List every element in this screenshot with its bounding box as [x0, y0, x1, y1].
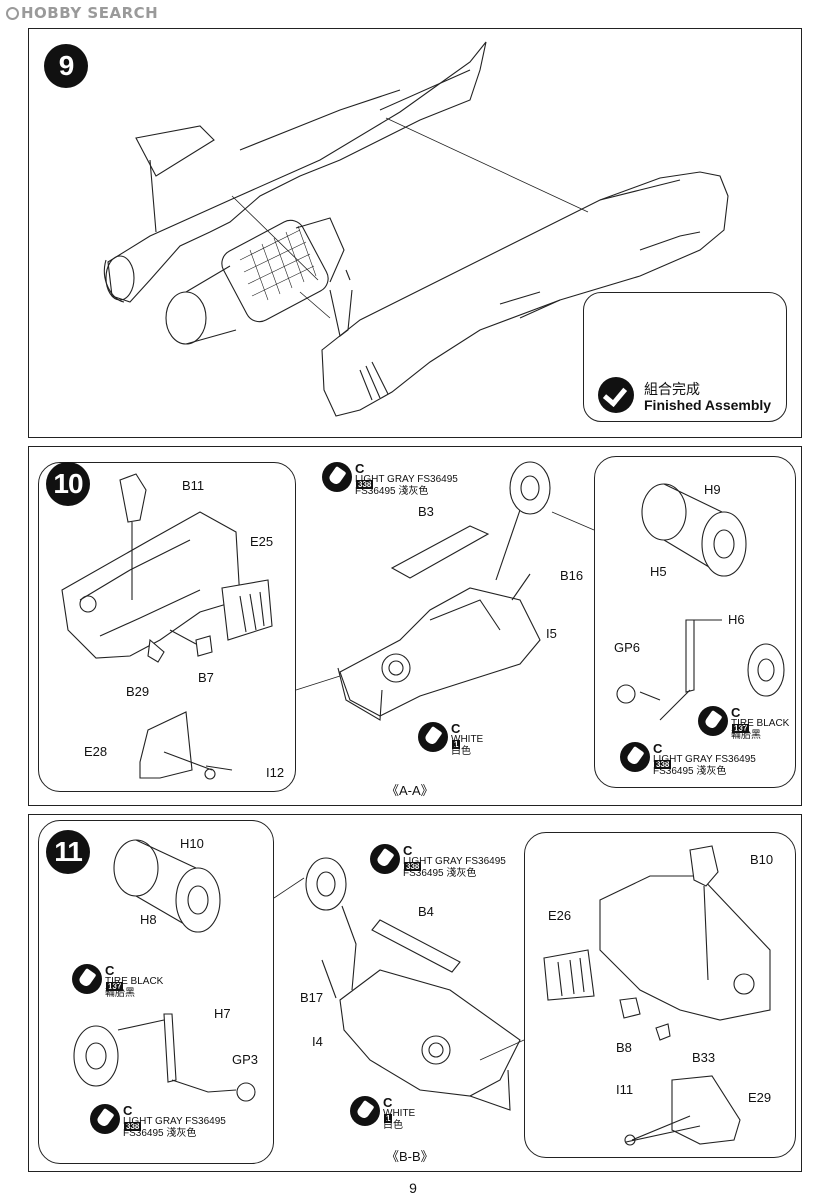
- door-e29-drawing: [624, 1075, 741, 1146]
- paint-brush-icon: [370, 844, 400, 874]
- part-b4: B4: [418, 904, 434, 919]
- part-h5: H5: [650, 564, 667, 579]
- section-label-a-a: 《A-A》: [386, 783, 434, 798]
- part-i4: I4: [312, 1034, 323, 1049]
- part-h6: H6: [728, 612, 745, 627]
- engine-nozzle-drawing: [165, 217, 345, 345]
- part-b3: B3: [418, 504, 434, 519]
- part-gp6: GP6: [614, 640, 641, 655]
- step9-panel: [28, 28, 802, 438]
- paint-brush-icon: [72, 964, 102, 994]
- step10-right-detail: [594, 456, 796, 788]
- wheel-well-center-drawing: [337, 461, 551, 721]
- part-b29: B29: [126, 684, 150, 699]
- page-number: 9: [409, 1180, 417, 1196]
- step-10-number: 10: [46, 462, 90, 506]
- door-e28-drawing: [139, 711, 233, 780]
- part-b16: B16: [560, 568, 584, 583]
- part-b11: B11: [182, 478, 205, 493]
- part-gp3: GP3: [232, 1052, 259, 1067]
- part-e26: E26: [548, 908, 572, 923]
- part-i11: I11: [616, 1082, 634, 1097]
- paint-brush-icon: [418, 722, 448, 752]
- paint-brush-icon: [698, 706, 728, 736]
- part-e28: E28: [84, 744, 108, 759]
- part-h7: H7: [214, 1006, 231, 1021]
- part-h9: H9: [704, 482, 721, 497]
- finished-label-cn: 組合完成: [644, 381, 700, 397]
- wheel-h8-drawing: [113, 839, 221, 933]
- finished-assembly-box: 組合完成 Finished Assembly: [583, 292, 787, 422]
- part-b7: B7: [198, 670, 214, 685]
- part-b17: B17: [300, 990, 324, 1005]
- paint-brush-icon: [322, 462, 352, 492]
- strut-h6-drawing: [616, 619, 785, 721]
- step11-panel: [28, 814, 802, 1172]
- wheel-h5-drawing: [641, 483, 747, 577]
- step-11-number: 11: [46, 830, 90, 874]
- part-e25: E25: [250, 534, 274, 549]
- part-h8: H8: [140, 912, 157, 927]
- wheel-well-center2-drawing: [305, 857, 521, 1111]
- fuselage-rear-drawing: [104, 41, 487, 303]
- part-i12: I12: [266, 765, 285, 780]
- finished-label-en: Finished Assembly: [644, 397, 772, 413]
- part-b33: B33: [692, 1050, 716, 1065]
- check-icon: [598, 377, 634, 413]
- part-e29: E29: [748, 1090, 772, 1105]
- section-label-b-b: 《B-B》: [386, 1149, 434, 1164]
- part-h10: H10: [180, 836, 204, 851]
- paint-brush-icon: [350, 1096, 380, 1126]
- strut-h7-drawing: [73, 1013, 256, 1102]
- step-9-number: 9: [44, 44, 88, 88]
- part-b8: B8: [616, 1040, 632, 1055]
- fuselage-front-drawing: [321, 171, 729, 417]
- brand-logo: HOBBY SEARCH: [6, 4, 158, 22]
- part-i5: I5: [546, 626, 557, 641]
- paint-brush-icon: [620, 742, 650, 772]
- part-b10: B10: [750, 852, 774, 867]
- wheel-well-left-drawing: [61, 473, 273, 663]
- paint-brush-icon: [90, 1104, 120, 1134]
- wheel-well-right-drawing: [543, 845, 771, 1041]
- step10-panel: [28, 446, 802, 806]
